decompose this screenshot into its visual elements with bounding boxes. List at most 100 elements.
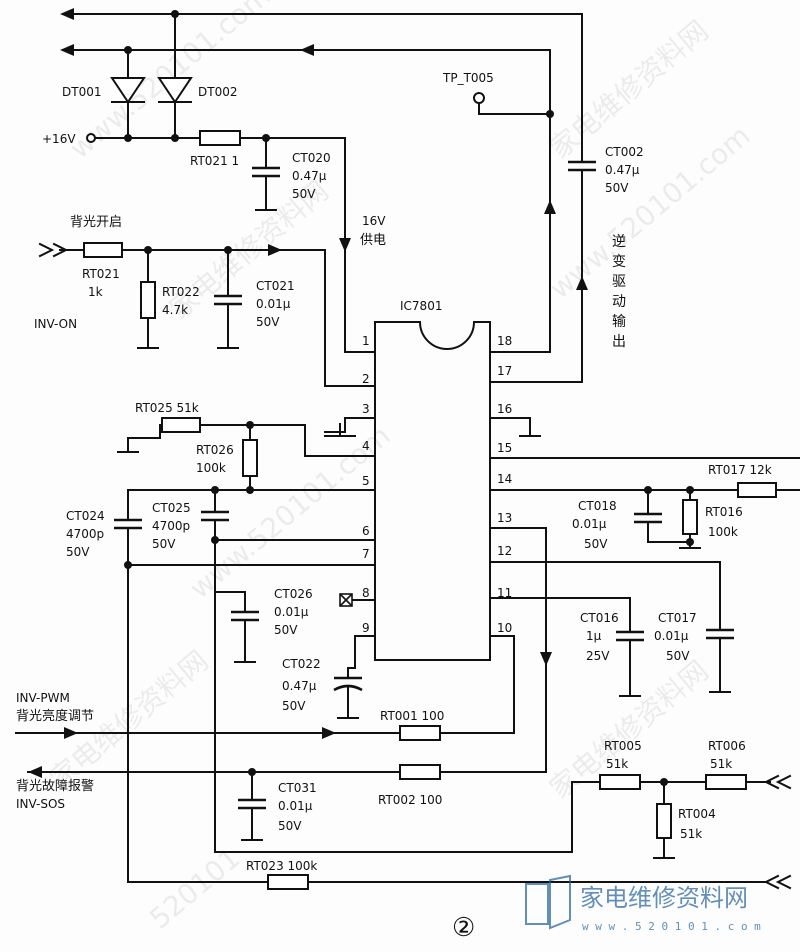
pin14-network: RT017 12k CT018 0.01μ 50V RT016 100k [489,463,800,551]
resistor-ref: RT022 [162,285,200,299]
resistor-label: RT023 100k [246,859,317,873]
brand-url: w w w . 5 2 0 1 0 1 . c o m [582,920,761,933]
pin-label: 15 [497,441,512,455]
cap-value: 0.01μ [572,517,607,531]
inv-pwm-input: INV-PWM 背光亮度调节 RT001 100 [15,691,515,741]
cap-voltage: 50V [584,537,608,551]
resistor-value: 51k [680,827,702,841]
cap-ref: CT021 [256,279,295,293]
resistor-label: RT001 100 [380,709,444,723]
ic7801-body: IC7801 [374,299,491,661]
signal-label: 背光开启 [70,215,122,230]
resistor-ref: RT006 [708,739,746,753]
pin-label: 4 [362,439,370,453]
resistor-ref: RT026 [196,443,234,457]
figure-number: ② [452,913,475,943]
watermark: 家电维修资料网 [543,14,714,165]
cap-value: 0.01μ [278,799,313,813]
pin-label: 8 [362,586,370,600]
cap-voltage: 50V [256,315,280,329]
resistor-label: RT021 1 [190,154,239,168]
cap-voltage: 50V [278,819,302,833]
cap-voltage: 50V [66,545,90,559]
resistor-label: RT017 12k [708,463,772,477]
resistor-value: 4.7k [162,303,188,317]
supply-16v: +16V RT021 1 CT020 0.47μ 50V 16V 供电 [42,130,386,353]
cap-voltage: 25V [586,649,610,663]
brand-text: 家电维修资料网 [580,884,748,912]
cap-ref: CT031 [278,781,317,795]
output-label-char: 驱 [612,274,626,290]
resistor-value: 100k [708,525,738,539]
rt023: RT023 100k [127,859,792,890]
pin-label: 9 [362,621,370,635]
cap-ref: CT016 [580,611,619,625]
supply-note-voltage: 16V [362,214,386,228]
ic-pin-labels-right: 18 17 16 15 14 13 12 11 10 [497,334,512,635]
supply-label: +16V [42,132,76,146]
cap-ref: CT018 [578,499,617,513]
capacitor-ct026: CT026 0.01μ 50V [214,587,313,663]
pin-label: 7 [362,547,370,561]
pin10-line [489,635,515,734]
cap-value: 0.01μ [256,297,291,311]
signal-label: INV-SOS [16,797,65,811]
resistor-value: 1k [88,285,103,299]
pin-label: 11 [497,586,512,600]
signal-label: 背光亮度调节 [16,708,94,724]
resistor-ref: RT004 [678,807,716,821]
pin-label: 17 [497,364,512,378]
pin-label: 3 [362,402,370,416]
cap-voltage: 50V [274,623,298,637]
cap-ref: CT026 [274,587,313,601]
cap-voltage: 50V [666,649,690,663]
diode-label: DT001 [62,85,101,99]
signal-label: INV-PWM [16,691,70,705]
cap-value: 0.47μ [292,169,327,183]
cap-voltage: 50V [152,537,176,551]
top-rails [60,8,583,139]
test-point-label: TP_T005 [442,71,494,85]
cap-value: 0.01μ [274,605,309,619]
pin-label: 6 [362,524,370,538]
output-label-char: 变 [612,254,626,270]
resistor-label: RT002 100 [378,793,442,807]
output-label-char: 动 [612,294,626,310]
resistor-value: 51k [710,757,732,771]
cap-ref: CT025 [152,501,191,515]
bottom-return [214,781,601,853]
resistor-ref: RT021 [82,267,120,281]
resistor-ref: RT005 [604,739,642,753]
pin-label: 13 [497,511,512,525]
resistor-ref: RT016 [705,505,743,519]
pin11-ct016: CT016 1μ 25V [489,597,644,697]
cap-value: 0.47μ [282,679,317,693]
pin8-no-connect [339,593,376,607]
signal-label: 背光故障报警 [16,778,94,794]
signal-label: INV-ON [34,317,77,331]
pins-3-4-network: RT025 51k RT026 100k [117,401,376,494]
cap-ref: CT017 [658,611,697,625]
pins-6-7 [127,539,376,566]
pin-label: 5 [362,474,370,488]
cap-value: 1μ [586,629,602,643]
output-label-char: 出 [612,334,626,350]
cap-voltage: 50V [292,187,316,201]
cap-ref: CT002 [605,145,644,159]
pin13-line [489,527,552,773]
ic-ref-label: IC7801 [400,299,442,313]
cap-value: 4700p [66,527,104,541]
watermark: 520101 [143,841,246,935]
cap-value: 0.47μ [605,163,640,177]
pin12-ct017: CT017 0.01μ 50V [489,561,734,693]
rt005-rt006-rt004: RT005 51k RT006 51k RT004 51k [599,739,792,859]
pin-label: 14 [497,472,512,486]
resistor-value: 100k [196,461,226,475]
cap-voltage: 50V [282,699,306,713]
footer-brand: 家电维修资料网 w w w . 5 2 0 1 0 1 . c o m [525,874,761,933]
capacitor-ct022: CT022 0.47μ 50V [282,635,376,719]
cap-voltage: 50V [605,181,629,195]
diode-dt002: DT002 [157,77,237,104]
diode-dt001: DT001 [62,77,146,104]
inverter-output-section: TP_T005 CT002 0.47μ 50V 逆 变 驱 动 输 出 [442,13,644,383]
